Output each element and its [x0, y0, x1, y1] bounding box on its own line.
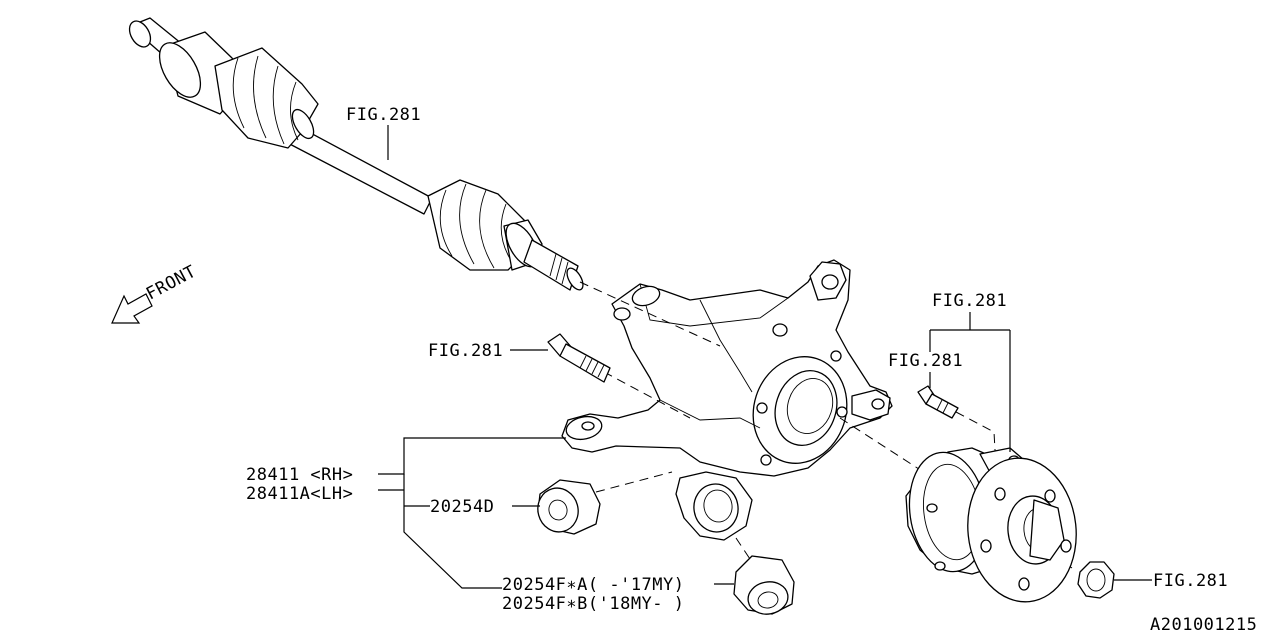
- bushing-20254f: [733, 555, 795, 615]
- hub-nut: [1077, 561, 1115, 599]
- leader-bushing-f: [403, 474, 502, 589]
- fig-281-hub-bolt-label: FIG.281: [888, 351, 963, 371]
- assembly-line-bushing-f: [735, 537, 753, 563]
- bushing-20254f-b-label: 20254F∗B('18MY- ): [502, 594, 685, 614]
- hub-bearing-unit: [905, 447, 1077, 603]
- diagram-id: A201001215: [1150, 615, 1257, 635]
- leader-hub-bracket: [929, 312, 1011, 452]
- hub-bolt: [917, 385, 959, 419]
- bushing-20254d: [537, 479, 601, 535]
- assembly-line-bolt: [603, 371, 691, 419]
- fig-281-hub-label: FIG.281: [932, 291, 1007, 311]
- assembly-line-axle: [579, 281, 721, 347]
- fig-281-nut-label: FIG.281: [1153, 571, 1228, 591]
- bushing-20254f-a-label: 20254F∗A( -'17MY): [502, 575, 685, 595]
- knuckle-lh-label: 28411A<LH>: [246, 484, 353, 504]
- leader-knuckle: [378, 437, 566, 475]
- assembly-line-bushing-d: [595, 471, 673, 493]
- fig-281-axle-label: FIG.281: [346, 105, 421, 125]
- front-direction-label: FRONT: [143, 262, 200, 305]
- knuckle-bolt: [547, 333, 611, 383]
- knuckle-housing: [561, 259, 893, 541]
- bushing-20254d-label: 20254D: [430, 497, 494, 517]
- knuckle-rh-label: 28411 <RH>: [246, 465, 353, 485]
- front-arrow-icon: [111, 293, 153, 324]
- fig-281-bolt-label: FIG.281: [428, 341, 503, 361]
- drive-axle: [128, 17, 584, 291]
